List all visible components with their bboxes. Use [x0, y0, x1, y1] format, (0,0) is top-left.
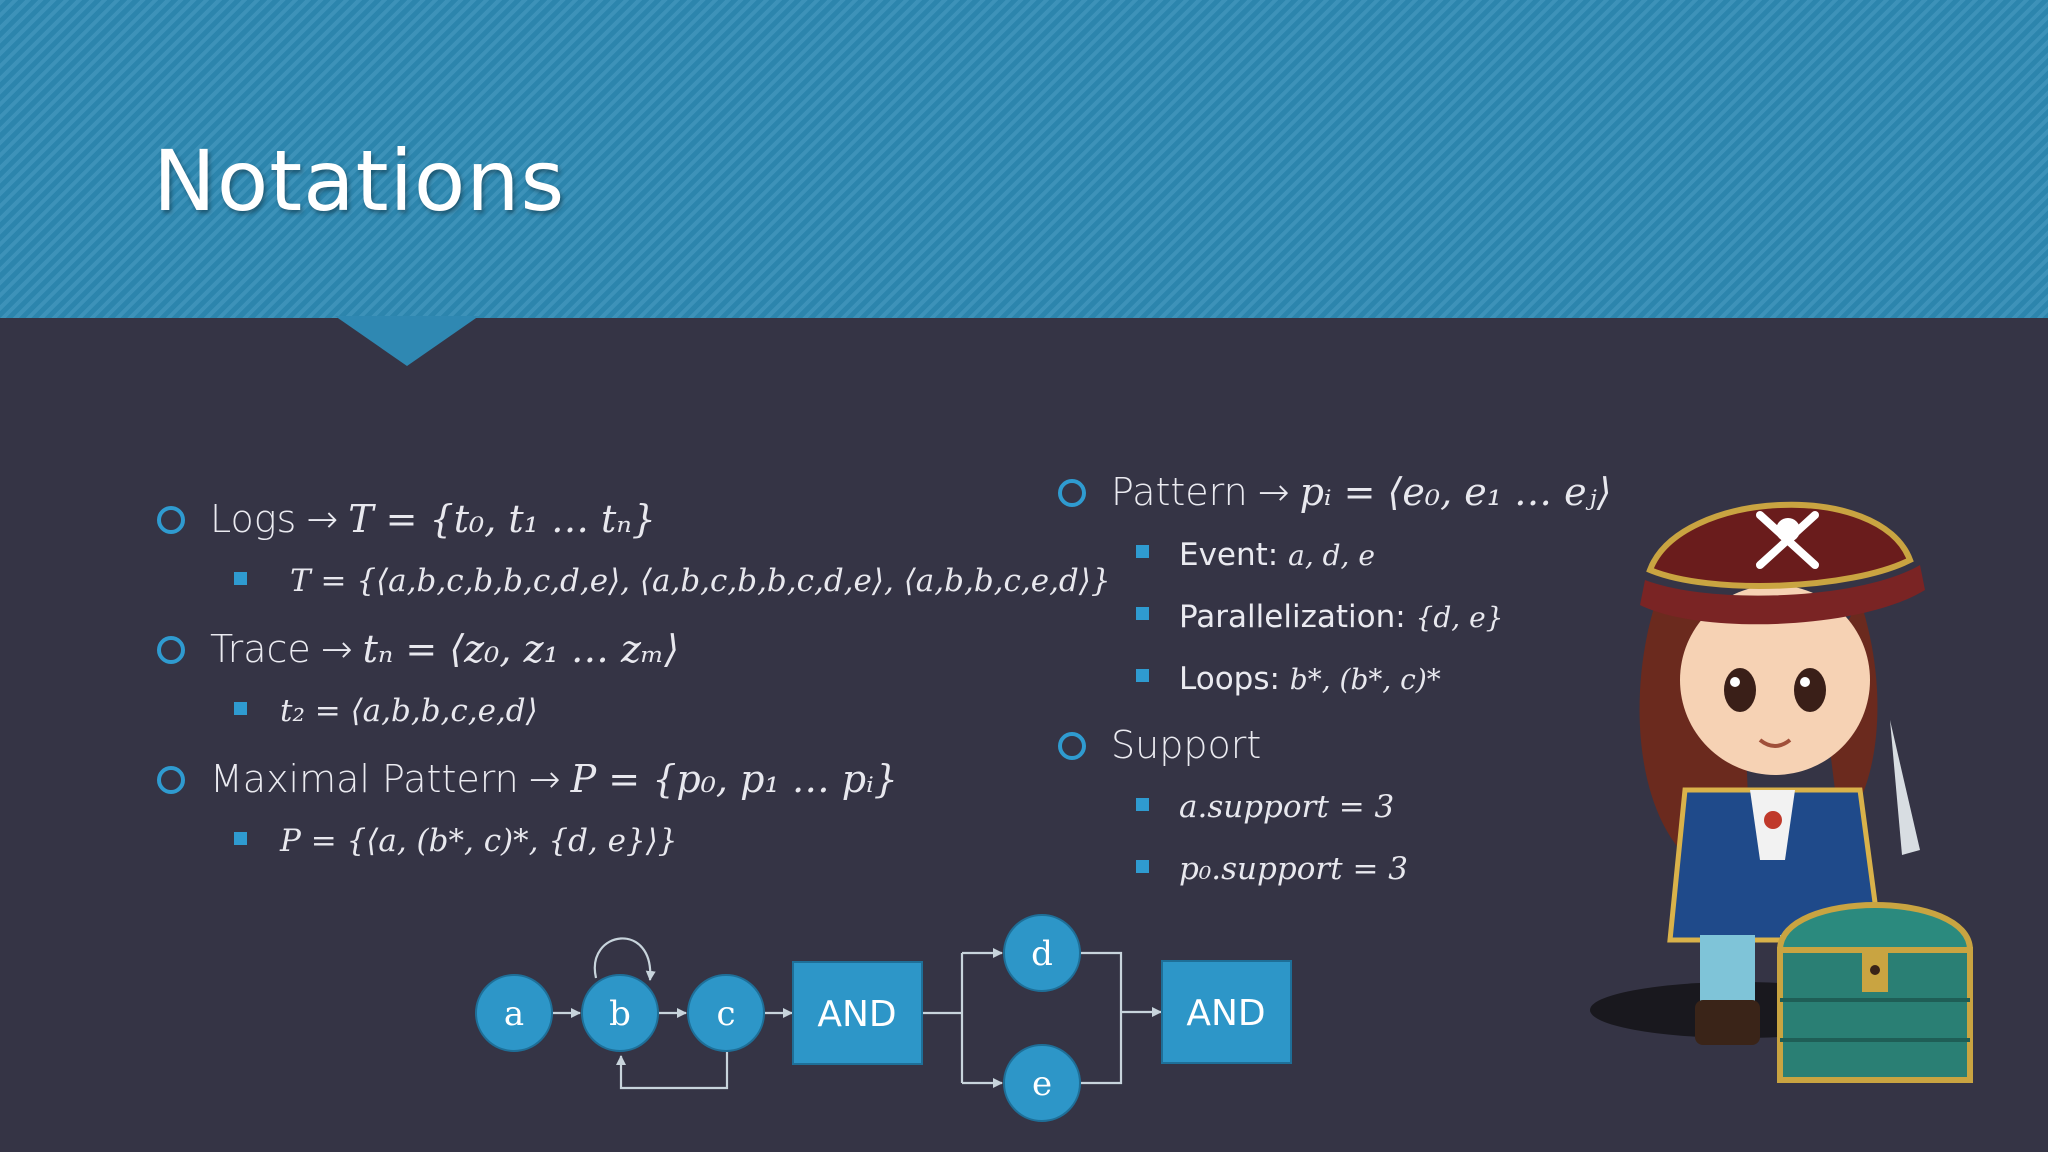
node-c-label: c	[716, 994, 735, 1034]
maximal-pattern-formula: P = {p₀, p₁ … pᵢ}	[570, 757, 898, 801]
hat-brim-icon	[1640, 565, 1925, 625]
pattern-event-item: Event: a, d, e	[1179, 537, 1375, 573]
circle-bullet-icon	[157, 506, 185, 534]
title-banner	[0, 0, 2048, 318]
parallelization-label: Parallelization:	[1179, 599, 1406, 635]
loops-label: Loops:	[1179, 661, 1280, 697]
logs-example: T = {⟨a,b,c,b,b,c,d,e⟩, ⟨a,b,c,b,b,c,d,e…	[290, 563, 1111, 599]
banner-notch	[335, 316, 479, 366]
eye-right-icon	[1794, 668, 1826, 712]
support-label: Support	[1111, 723, 1262, 767]
logs-formula: T = {t₀, t₁ … tₙ}	[348, 497, 656, 541]
pattern-parallelization-item: Parallelization: {d, e}	[1179, 599, 1503, 635]
circle-bullet-icon	[157, 766, 185, 794]
maximal-pattern-label: Maximal Pattern	[210, 757, 519, 801]
face-icon	[1680, 585, 1870, 775]
square-bullet-icon	[1136, 669, 1149, 682]
gate-and-join	[1161, 960, 1292, 1064]
pattern-formula: pᵢ = ⟨e₀, e₁ … eⱼ⟩	[1299, 470, 1612, 514]
loops-value: b*, (b*, c)*	[1289, 663, 1441, 696]
square-bullet-icon	[1136, 860, 1149, 873]
pattern-loops-item: Loops: b*, (b*, c)*	[1179, 661, 1441, 697]
trace-line: Trace→tₙ = ⟨z₀, z₁ … zₘ⟩	[210, 627, 679, 671]
event-label: Event:	[1179, 537, 1279, 573]
square-bullet-icon	[1136, 798, 1149, 811]
node-c	[687, 974, 765, 1052]
edge-join	[1081, 951, 1123, 1085]
square-bullet-icon	[234, 832, 247, 845]
arrow-icon: →	[528, 757, 561, 801]
support-example-2: p₀.support = 3	[1179, 851, 1409, 887]
sword-icon	[1890, 720, 1920, 855]
node-b	[581, 974, 659, 1052]
arrow-icon: →	[1257, 470, 1290, 514]
node-e	[1003, 1044, 1081, 1122]
gate-and-split	[792, 961, 923, 1065]
node-e-label: e	[1032, 1064, 1052, 1104]
circle-bullet-icon	[1058, 479, 1086, 507]
arrow-icon: →	[306, 497, 339, 541]
eye-left-icon	[1724, 668, 1756, 712]
edge-b-self-loop	[593, 937, 656, 981]
square-bullet-icon	[1136, 607, 1149, 620]
trace-label: Trace	[210, 627, 311, 671]
trace-formula: tₙ = ⟨z₀, z₁ … zₘ⟩	[362, 627, 680, 671]
node-d-label: d	[1031, 934, 1053, 974]
square-bullet-icon	[1136, 545, 1149, 558]
square-bullet-icon	[234, 702, 247, 715]
parallelization-value: {d, e}	[1415, 601, 1504, 634]
gate-and-split-label: AND	[817, 994, 896, 1035]
maximal-pattern-example: P = {⟨a, (b*, c)*, {d, e}⟩}	[280, 823, 678, 859]
pattern-label: Pattern	[1111, 470, 1248, 514]
boot-left	[1695, 1000, 1760, 1045]
square-bullet-icon	[234, 572, 247, 585]
pattern-line: Pattern→pᵢ = ⟨e₀, e₁ … eⱼ⟩	[1111, 470, 1611, 514]
logs-label: Logs	[210, 497, 297, 541]
node-d	[1003, 914, 1081, 992]
treasure-chest-icon	[1776, 902, 1974, 1083]
node-b-label: b	[609, 994, 631, 1034]
arrow-icon: →	[320, 627, 353, 671]
event-value: a, d, e	[1288, 539, 1375, 572]
maximal-pattern-line: Maximal Pattern→P = {p₀, p₁ … pᵢ}	[210, 757, 898, 801]
edge-c-b-loop	[616, 1052, 729, 1090]
logs-line: Logs→T = {t₀, t₁ … tₙ}	[210, 497, 656, 541]
slide-title: Notations	[153, 132, 566, 230]
circle-bullet-icon	[1058, 732, 1086, 760]
trace-example: t₂ = ⟨a,b,b,c,e,d⟩	[280, 693, 538, 729]
node-a	[475, 974, 553, 1052]
pirate-illustration	[1590, 501, 1974, 1083]
gate-and-join-label: AND	[1186, 993, 1265, 1034]
support-example-1: a.support = 3	[1179, 789, 1395, 825]
circle-bullet-icon	[157, 636, 185, 664]
node-a-label: a	[504, 994, 524, 1034]
